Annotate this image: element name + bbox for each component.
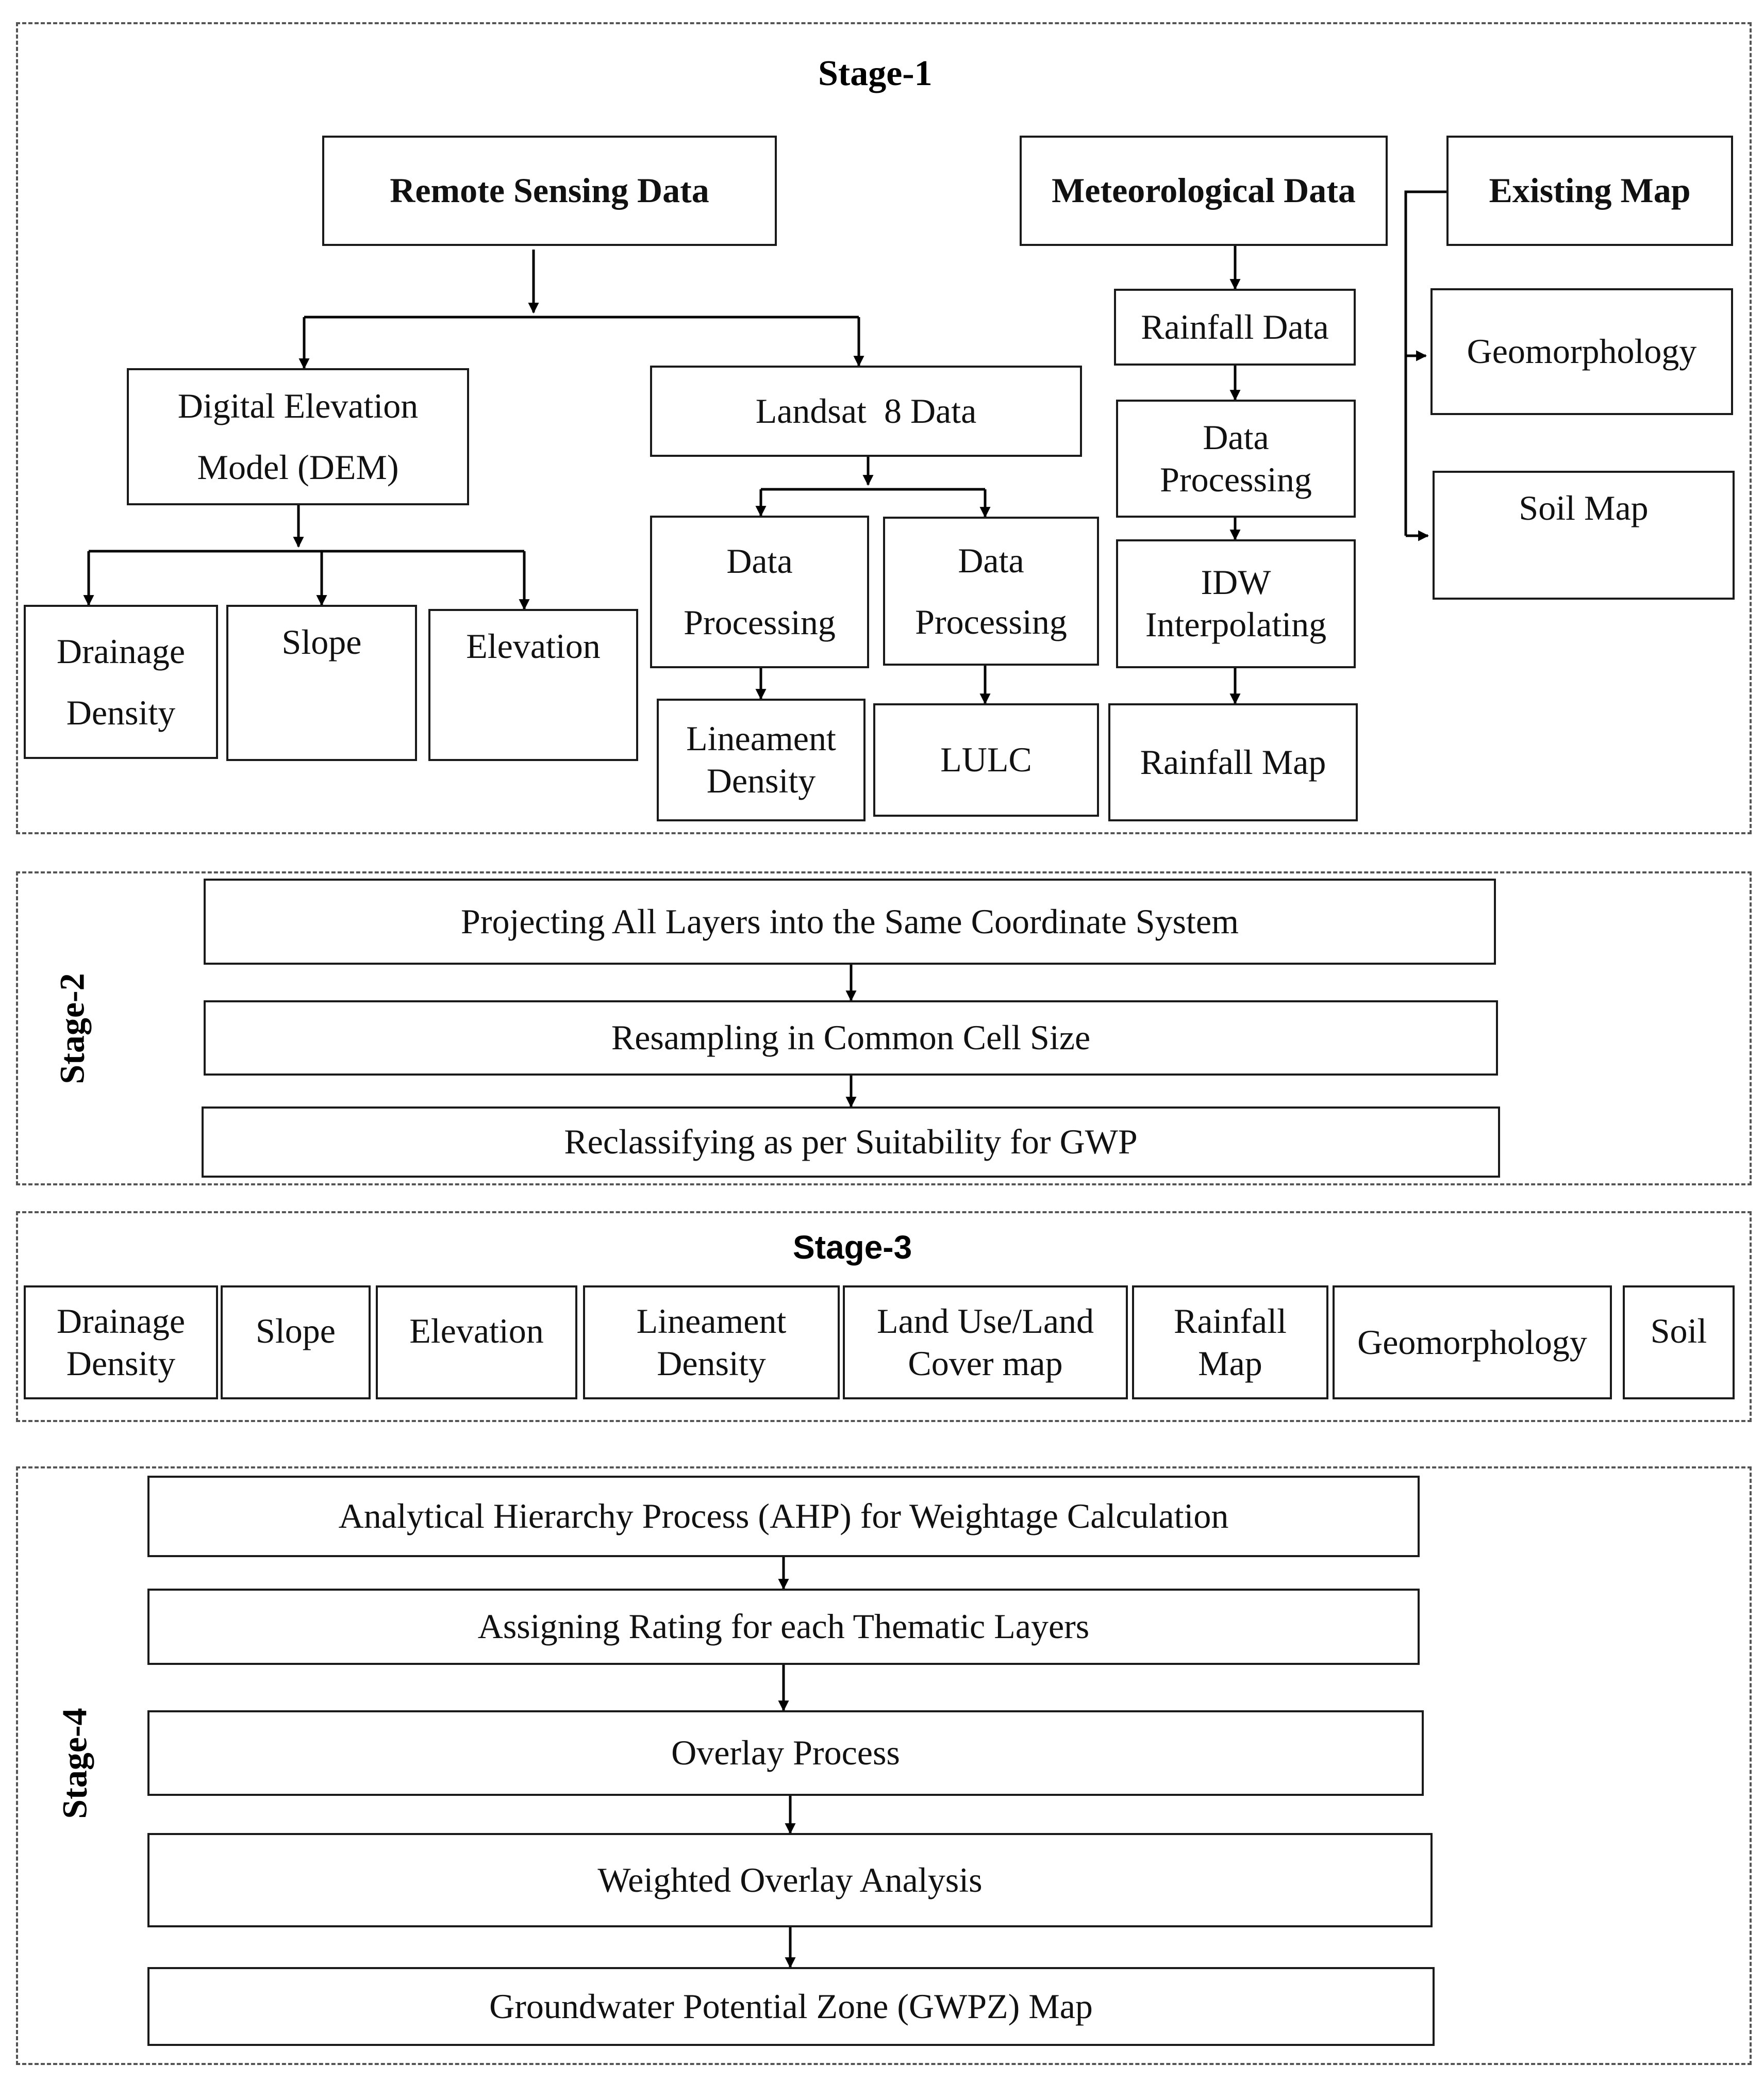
stage3-slope: Slope bbox=[221, 1285, 371, 1399]
stage3-rainfall-map: Rainfall Map bbox=[1132, 1285, 1328, 1399]
drainage-density-label-line1: Drainage bbox=[56, 631, 186, 671]
stage3-geomorphology: Geomorphology bbox=[1333, 1285, 1612, 1399]
stage3-panel bbox=[16, 1211, 1752, 1422]
stage2-step-projecting-label: Projecting All Layers into the Same Coor… bbox=[461, 901, 1239, 941]
drainage-density-label-line2: Density bbox=[66, 692, 176, 732]
stage4-step-ahp: Analytical Hierarchy Process (AHP) for W… bbox=[147, 1476, 1420, 1557]
stage3-slope-label: Slope bbox=[256, 1311, 336, 1350]
slope-label: Slope bbox=[281, 622, 362, 662]
soil-map-label: Soil Map bbox=[1519, 488, 1649, 527]
rain-data-processing-line1: Data bbox=[1203, 417, 1269, 457]
rain-data-processing-line2: Processing bbox=[1160, 459, 1312, 499]
stage4-step-assigning-rating: Assigning Rating for each Thematic Layer… bbox=[147, 1589, 1420, 1665]
stage2-step-resampling-label: Resampling in Common Cell Size bbox=[611, 1018, 1091, 1058]
rainfall-map-label: Rainfall Map bbox=[1140, 742, 1326, 782]
rainfall-data-label: Rainfall Data bbox=[1141, 307, 1329, 346]
stage3-land-use-land-cover-line1: Land Use/Land bbox=[876, 1301, 1094, 1341]
stage3-soil: Soil bbox=[1623, 1285, 1735, 1399]
stage4-step-ahp-label: Analytical Hierarchy Process (AHP) for W… bbox=[338, 1496, 1229, 1536]
stage3-land-use-land-cover-line2: Cover map bbox=[908, 1343, 1063, 1383]
stage2-panel bbox=[16, 871, 1752, 1185]
remote-sensing-data-label: Remote Sensing Data bbox=[390, 171, 709, 210]
data-processing-left-line1: Data bbox=[726, 541, 793, 581]
stage4-step-weighted-overlay-label: Weighted Overlay Analysis bbox=[597, 1860, 983, 1900]
stage2-step-reclassifying-label: Reclassifying as per Suitability for GWP bbox=[564, 1122, 1138, 1162]
stage3-rainfall-map-line2: Map bbox=[1198, 1343, 1262, 1383]
data-processing-right-line1: Data bbox=[958, 540, 1024, 580]
landsat-8-data-box: Landsat 8 Data bbox=[650, 366, 1082, 457]
meteorological-data-box: Meteorological Data bbox=[1020, 136, 1388, 246]
stage4-step-assigning-rating-label: Assigning Rating for each Thematic Layer… bbox=[477, 1607, 1090, 1646]
slope-box: Slope bbox=[226, 605, 417, 761]
stage2-title: Stage-2 bbox=[52, 973, 92, 1084]
stage3-title: Stage-3 bbox=[793, 1229, 912, 1266]
stage3-rainfall-map-line1: Rainfall bbox=[1173, 1301, 1287, 1341]
remote-sensing-data-box: Remote Sensing Data bbox=[322, 136, 777, 246]
stage3-drainage-density: Drainage Density bbox=[24, 1285, 218, 1399]
stage2-step-reclassifying: Reclassifying as per Suitability for GWP bbox=[202, 1106, 1500, 1178]
stage1-title: Stage-1 bbox=[818, 54, 933, 93]
stage2-step-projecting: Projecting All Layers into the Same Coor… bbox=[204, 879, 1496, 965]
landsat-8-data-label: Landsat 8 Data bbox=[755, 391, 977, 431]
dem-box: Digital Elevation Model (DEM) bbox=[127, 368, 469, 505]
stage3-drainage-density-line1: Drainage bbox=[56, 1301, 186, 1341]
idw-interpolating-line1: IDW bbox=[1201, 563, 1271, 602]
stage4-step-weighted-overlay: Weighted Overlay Analysis bbox=[147, 1833, 1433, 1927]
lineament-density-line1: Lineament bbox=[686, 719, 836, 758]
stage1-panel bbox=[16, 22, 1752, 834]
stage3-lineament-density-line2: Density bbox=[657, 1343, 766, 1383]
meteorological-data-label: Meteorological Data bbox=[1052, 171, 1356, 210]
data-processing-right-line2: Processing bbox=[915, 602, 1067, 641]
stage2-step-resampling: Resampling in Common Cell Size bbox=[204, 1000, 1498, 1076]
stage3-drainage-density-line2: Density bbox=[66, 1343, 176, 1383]
drainage-density-box: Drainage Density bbox=[24, 605, 218, 759]
stage3-elevation-label: Elevation bbox=[409, 1311, 544, 1350]
stage3-land-use-land-cover: Land Use/Land Cover map bbox=[843, 1285, 1128, 1399]
rain-data-processing-box: Data Processing bbox=[1116, 400, 1356, 518]
connector-existing-map bbox=[1404, 190, 1446, 536]
data-processing-left-box: Data Processing bbox=[650, 516, 869, 668]
rainfall-data-box: Rainfall Data bbox=[1114, 289, 1356, 366]
soil-map-box: Soil Map bbox=[1433, 471, 1735, 600]
lineament-density-line2: Density bbox=[706, 761, 816, 800]
stage3-lineament-density: Lineament Density bbox=[583, 1285, 840, 1399]
stage4-step-gwpz-map-label: Groundwater Potential Zone (GWPZ) Map bbox=[489, 1986, 1093, 2026]
geomorphology-label: Geomorphology bbox=[1467, 332, 1697, 371]
stage3-elevation: Elevation bbox=[376, 1285, 577, 1399]
dem-label-line2: Model (DEM) bbox=[197, 448, 399, 487]
lulc-box: LULC bbox=[873, 703, 1099, 817]
rainfall-map-box: Rainfall Map bbox=[1108, 703, 1358, 821]
stage3-lineament-density-line1: Lineament bbox=[636, 1301, 787, 1341]
stage4-step-overlay-process-label: Overlay Process bbox=[671, 1733, 900, 1773]
geomorphology-box: Geomorphology bbox=[1430, 288, 1733, 415]
data-processing-right-box: Data Processing bbox=[883, 517, 1099, 666]
elevation-label: Elevation bbox=[466, 626, 601, 666]
lulc-label: LULC bbox=[940, 740, 1032, 780]
idw-interpolating-line2: Interpolating bbox=[1145, 605, 1327, 644]
stage3-geomorphology-label: Geomorphology bbox=[1357, 1322, 1587, 1362]
stage3-soil-label: Soil bbox=[1650, 1311, 1707, 1350]
stage4-panel bbox=[16, 1466, 1752, 2065]
existing-map-box: Existing Map bbox=[1446, 136, 1733, 246]
existing-map-label: Existing Map bbox=[1489, 171, 1691, 210]
stage4-title: Stage-4 bbox=[55, 1708, 94, 1819]
dem-label-line1: Digital Elevation bbox=[177, 386, 419, 425]
lineament-density-box: Lineament Density bbox=[657, 699, 866, 821]
elevation-box: Elevation bbox=[428, 609, 638, 761]
idw-interpolating-box: IDW Interpolating bbox=[1116, 539, 1356, 668]
data-processing-left-line2: Processing bbox=[684, 603, 836, 642]
stage4-step-overlay-process: Overlay Process bbox=[147, 1710, 1424, 1796]
stage4-step-gwpz-map: Groundwater Potential Zone (GWPZ) Map bbox=[147, 1967, 1435, 2046]
